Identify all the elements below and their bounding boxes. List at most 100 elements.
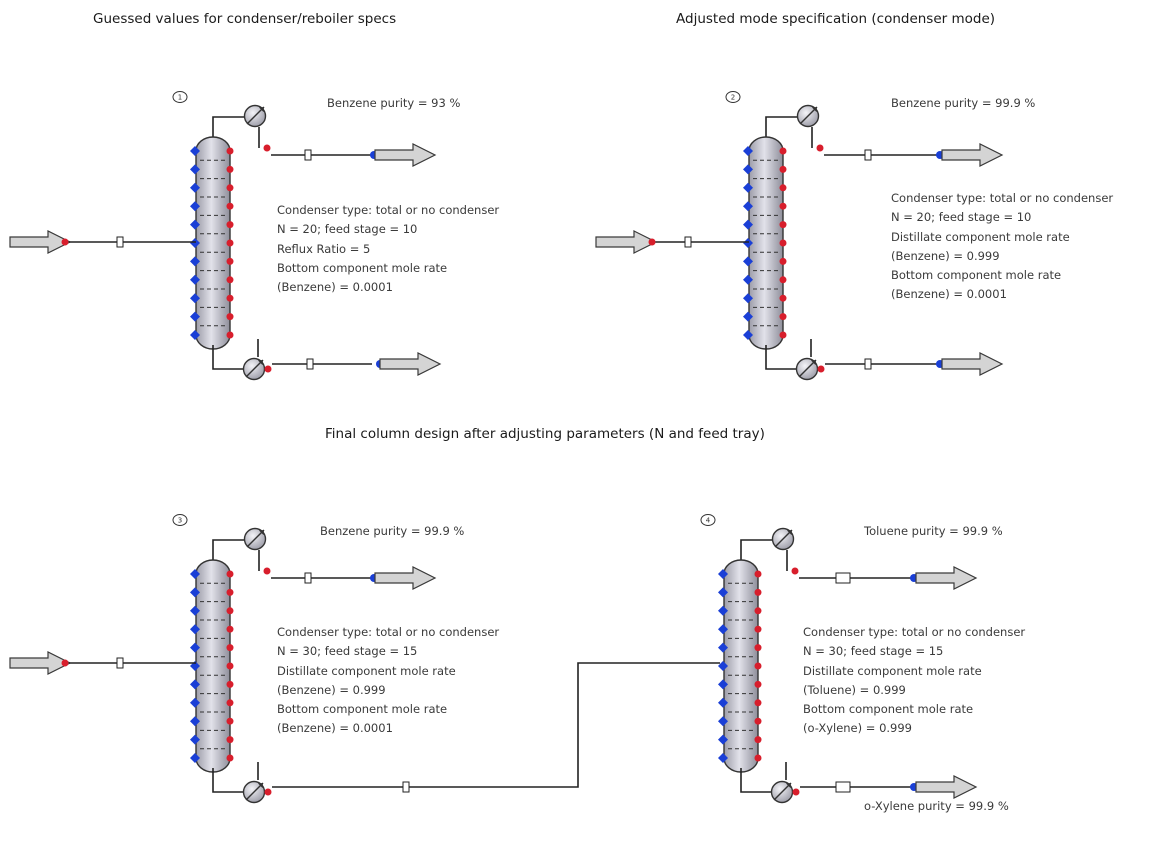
column-3-inlet-port bbox=[190, 753, 200, 763]
distillate-3-stream-block bbox=[304, 572, 312, 584]
spec-line: Distillate component mole rate bbox=[803, 663, 982, 678]
column-2-inlet-port bbox=[743, 330, 753, 340]
column-1-distillate-port bbox=[263, 144, 271, 152]
column-3-specs: Condenser type: total or no condenser N … bbox=[277, 623, 499, 739]
column-4-condenser-icon-stroke bbox=[774, 529, 793, 548]
column-3-inlet-port bbox=[190, 734, 200, 745]
column-2-reboiler-icon-tip bbox=[811, 360, 816, 365]
column-4-inlet-port bbox=[718, 587, 728, 598]
column-3-inlet-port bbox=[190, 697, 200, 708]
column-1-id-label: 1 bbox=[178, 94, 182, 102]
column-1-inlet-port bbox=[190, 330, 200, 340]
column-3-outlet-port bbox=[226, 588, 234, 596]
spec-line: (o-Xylene) = 0.999 bbox=[803, 721, 912, 736]
bottoms-1-stream-block bbox=[306, 358, 314, 370]
column-4-outlet-port bbox=[754, 625, 762, 633]
column-1-outlet-port bbox=[226, 313, 234, 321]
column-1-inlet-port bbox=[190, 274, 200, 285]
column-1-outlet-port bbox=[226, 331, 234, 339]
column-3-outlet-port bbox=[226, 699, 234, 707]
feed-2-outlet-port bbox=[648, 238, 656, 246]
column-1-liquid-line bbox=[212, 345, 243, 370]
column-4-inlet-port bbox=[718, 753, 728, 763]
column-3-inlet-port bbox=[190, 679, 200, 690]
column-3-vapor-line bbox=[212, 539, 245, 564]
column-2-inlet-port bbox=[743, 311, 753, 322]
column-3-condenser-icon-stroke bbox=[246, 529, 265, 548]
column-1-inlet-port bbox=[190, 238, 200, 248]
column-2-inlet-port bbox=[743, 146, 753, 156]
column-3-outlet-port bbox=[226, 625, 234, 633]
column-4-reboiler-icon-stroke bbox=[773, 782, 792, 801]
heading-guessed-values: Guessed values for condenser/reboiler sp… bbox=[93, 11, 397, 27]
column-2-outlet-port bbox=[779, 331, 787, 339]
column-2-inlet-port bbox=[743, 219, 753, 230]
spec-line: (Benzene) = 0.999 bbox=[891, 248, 1000, 263]
column-2-condenser-icon-stroke bbox=[799, 106, 818, 125]
spec-line: Bottom component mole rate bbox=[277, 702, 448, 717]
column-3-inlet-port bbox=[190, 716, 200, 727]
column-2-inlet-port bbox=[743, 201, 753, 212]
column-2-inlet-port bbox=[743, 182, 753, 193]
column-4-bottoms-port bbox=[792, 788, 800, 796]
bottoms-3-to-feed-4-line bbox=[272, 662, 720, 788]
spec-line: Bottom component mole rate bbox=[277, 260, 448, 275]
spec-line: (Benzene) = 0.0001 bbox=[277, 280, 393, 295]
column-2-outlet-port bbox=[779, 147, 787, 155]
column-4-condenser-icon-tip bbox=[787, 530, 792, 535]
spec-line: Distillate component mole rate bbox=[277, 663, 456, 678]
column-3-outlet-port bbox=[226, 736, 234, 744]
spec-line: (Toluene) = 0.999 bbox=[803, 682, 906, 697]
spec-line: (Benzene) = 0.0001 bbox=[277, 721, 393, 736]
spec-line: (Benzene) = 0.999 bbox=[277, 682, 386, 697]
column-3-bottoms-port bbox=[264, 788, 272, 796]
column-4-outlet-port bbox=[754, 754, 762, 762]
feed-2-stream-block bbox=[684, 236, 692, 248]
column-2-bottoms-port bbox=[817, 365, 825, 373]
column-3-inlet-port bbox=[190, 569, 200, 579]
spec-line: Bottom component mole rate bbox=[803, 702, 974, 717]
column-4-inlet-port bbox=[718, 661, 728, 671]
column-2-id-bubble bbox=[725, 91, 741, 103]
column-2-inlet-port bbox=[743, 238, 753, 248]
column-3-inlet-port bbox=[190, 605, 200, 616]
column-3-inlet-port bbox=[190, 624, 200, 635]
distillate-3-arrow bbox=[374, 566, 437, 590]
column-1-inlet-port bbox=[190, 201, 200, 212]
column-3-outlet-port bbox=[226, 680, 234, 688]
spec-line: N = 20; feed stage = 10 bbox=[277, 222, 418, 237]
column-1-id-bubble bbox=[172, 91, 188, 103]
column-1-outlet-port bbox=[226, 221, 234, 229]
bottoms-2-stream-block bbox=[864, 358, 872, 370]
column-4-outlet-port bbox=[754, 588, 762, 596]
column-2-outlet-port bbox=[779, 184, 787, 192]
column-1-bottoms-port bbox=[264, 365, 272, 373]
column-1-condenser-icon-tip bbox=[259, 107, 264, 112]
column-1-outlet-port bbox=[226, 202, 234, 210]
column-1-purity-label: Benzene purity = 93 % bbox=[327, 96, 461, 110]
spec-line: N = 30; feed stage = 15 bbox=[803, 644, 944, 659]
column-1-outlet-port bbox=[226, 147, 234, 155]
column-3-liquid-line bbox=[212, 768, 243, 793]
column-4-outlet-port bbox=[754, 699, 762, 707]
column-4-outlet-port bbox=[754, 662, 762, 670]
column-4-outlet-port bbox=[754, 680, 762, 688]
column-1-outlet-port bbox=[226, 165, 234, 173]
column-2-reboiler-icon-stroke bbox=[798, 359, 817, 378]
column-4-id-bubble bbox=[700, 514, 716, 526]
column-1-specs: Condenser type: total or no condenser N … bbox=[277, 201, 499, 297]
column-3-inlet-port bbox=[190, 587, 200, 598]
column-1-reboiler-icon-stroke bbox=[245, 359, 264, 378]
heading-adjusted-mode: Adjusted mode specification (condenser m… bbox=[676, 11, 996, 27]
distillate-2-arrow bbox=[941, 143, 1004, 167]
column-2-liquid-line bbox=[765, 345, 796, 370]
column-3-outlet-port bbox=[226, 644, 234, 652]
distillate-2-stream-block bbox=[864, 149, 872, 161]
spec-line: N = 20; feed stage = 10 bbox=[891, 210, 1032, 225]
column-4-reboiler-icon-tip bbox=[786, 783, 791, 788]
column-3-reboiler-icon-stroke bbox=[245, 782, 264, 801]
column-2-outlet-port bbox=[779, 221, 787, 229]
column-2-outlet-port bbox=[779, 202, 787, 210]
column-1-inlet-port bbox=[190, 146, 200, 156]
